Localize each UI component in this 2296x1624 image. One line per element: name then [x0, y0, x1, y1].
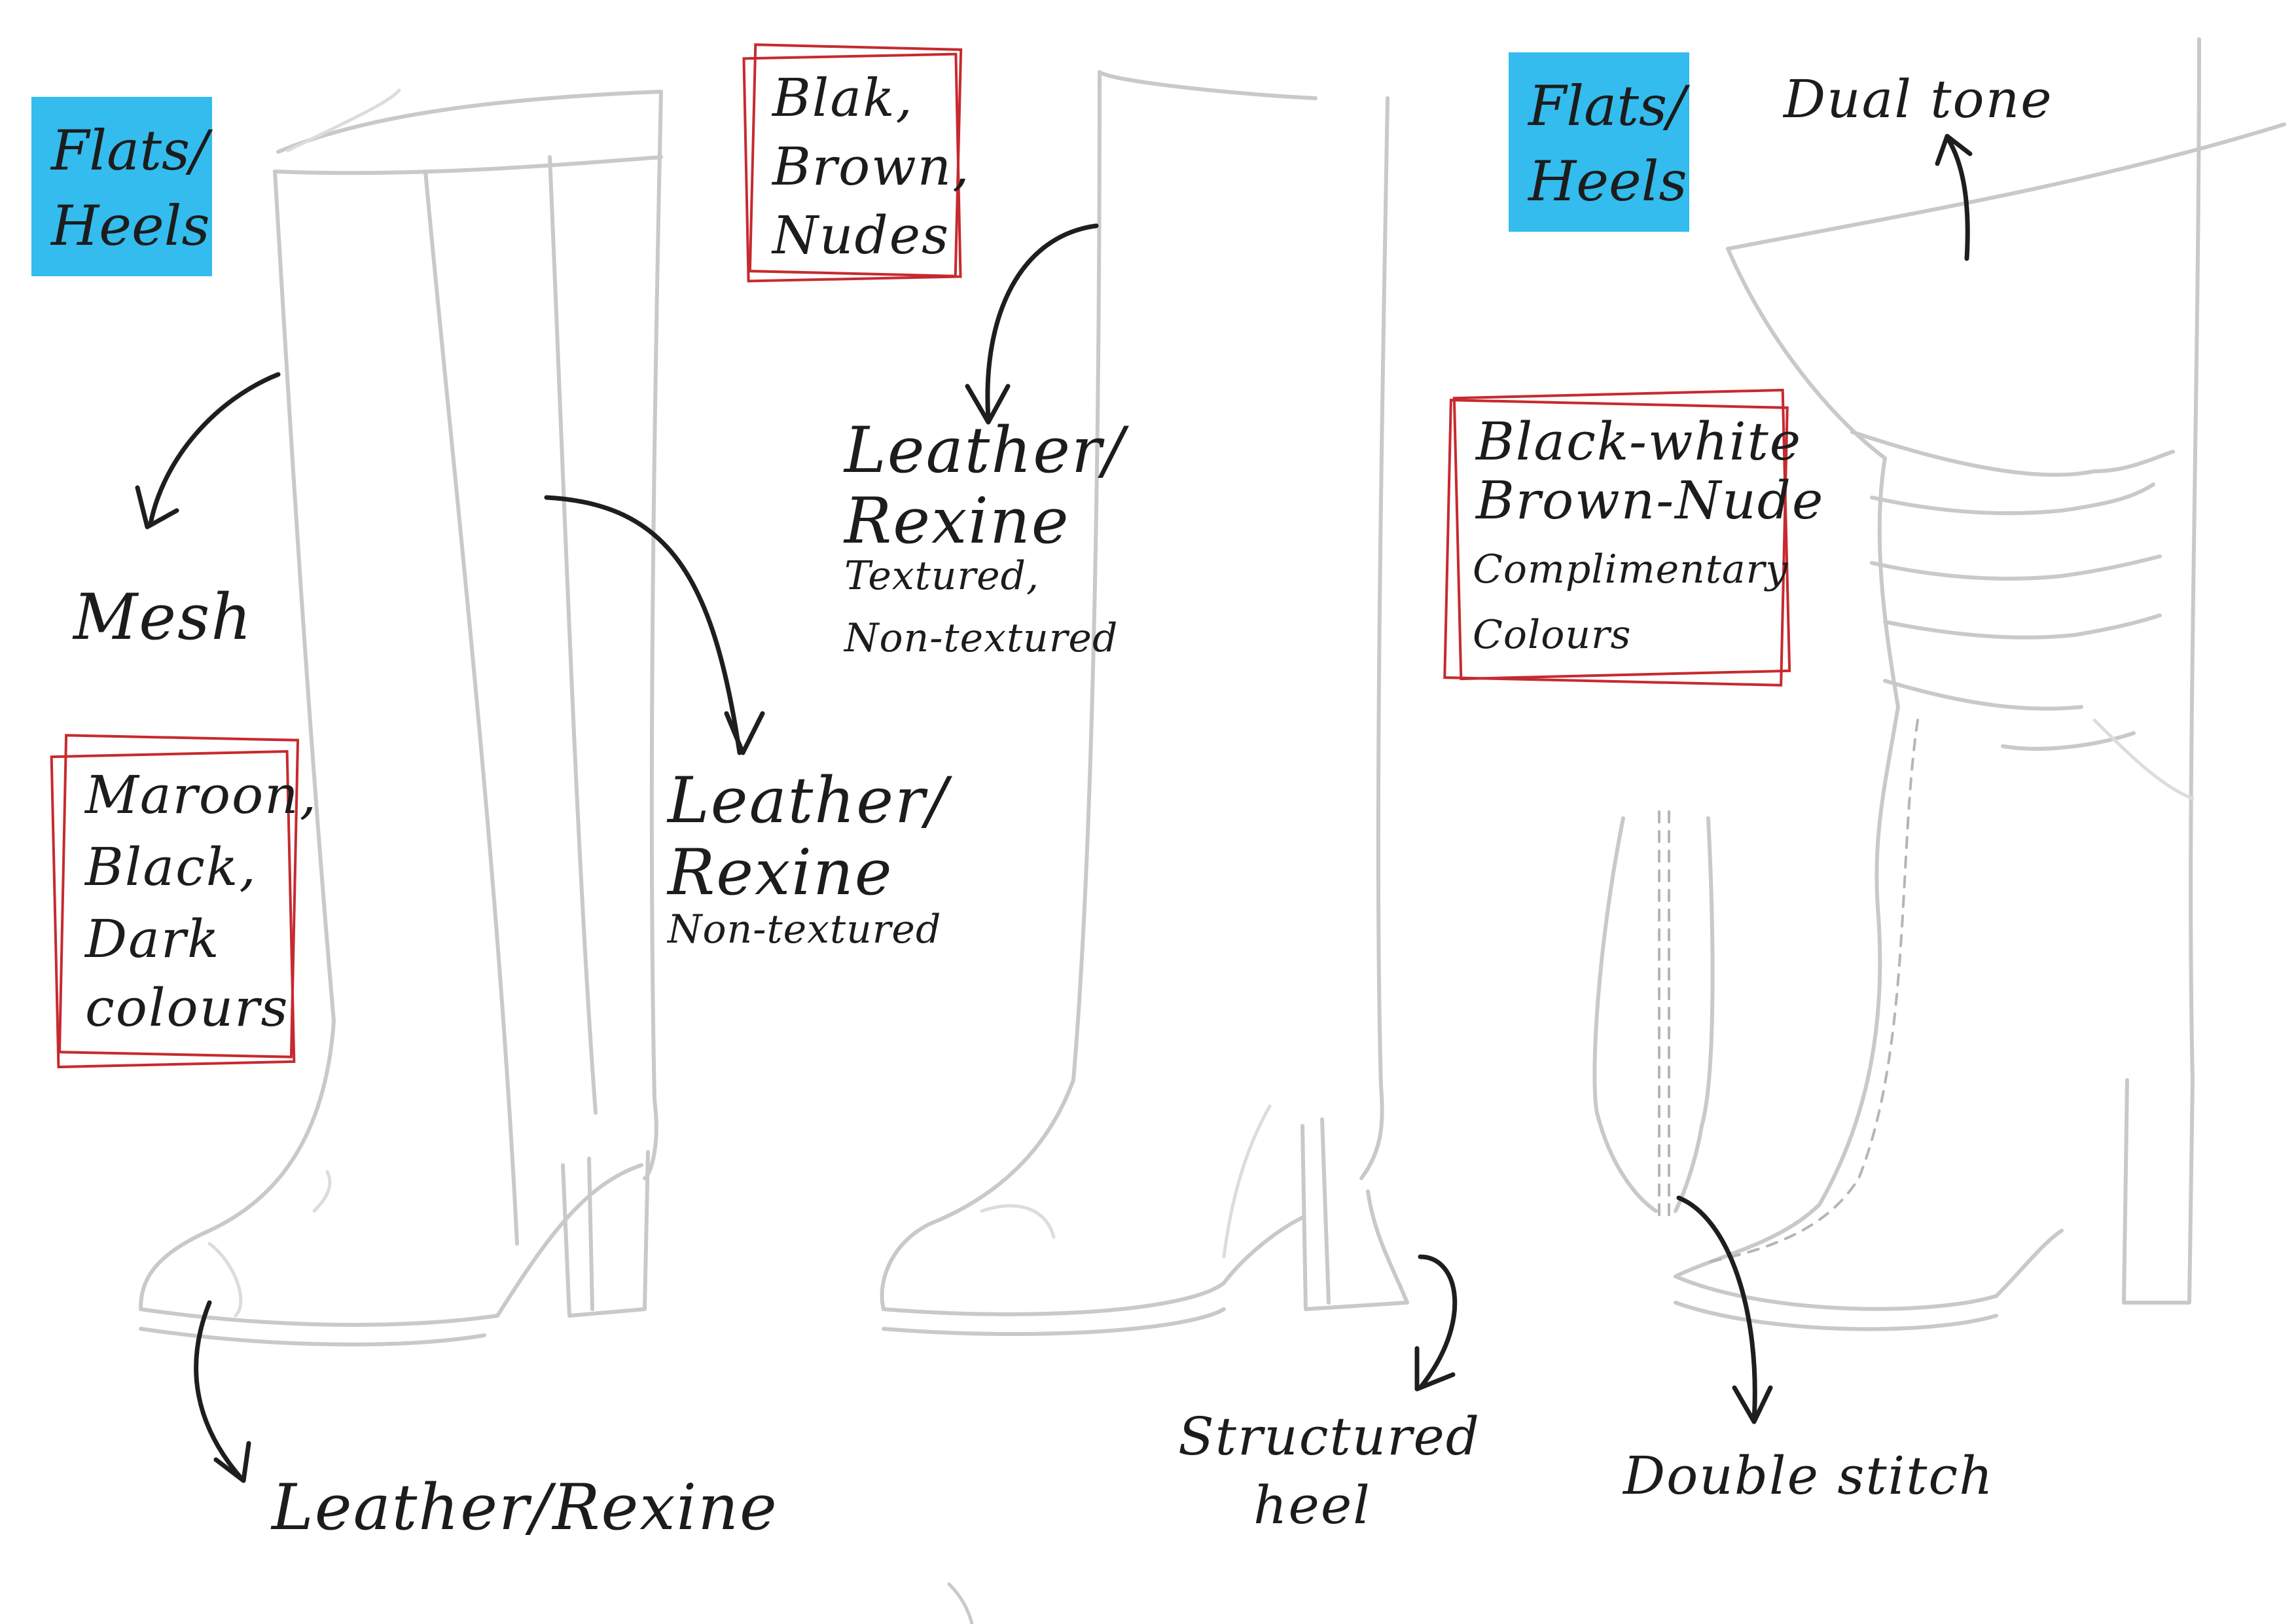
flats-heels-tag-left: Flats/ Heels	[31, 97, 212, 276]
boot2-colour-line-1: Blak,	[772, 67, 914, 128]
tag-right-line-1: Flats/	[1528, 74, 1686, 138]
boot1-colour-line-3: Dark	[85, 909, 221, 969]
boot1-shaft-material-line-2: Rexine	[668, 836, 893, 909]
boot2-material-note-1: Textured,	[844, 553, 1040, 599]
boot1-shaft-material-note: Non-textured	[668, 907, 942, 952]
structured-heel-line-1: Structured	[1178, 1406, 1480, 1467]
boot3-colour-line-4: Colours	[1473, 612, 1632, 658]
tag-left-line-2: Heels	[51, 194, 210, 258]
arrow-to-shaft-material	[544, 495, 765, 755]
mesh-label: Mesh	[73, 581, 253, 654]
boot2-material-line-1: Leather/	[844, 414, 1126, 487]
flats-heels-tag-right: Flats/ Heels	[1509, 52, 1689, 232]
boot1-colour-line-4: colours	[85, 977, 289, 1038]
boot2-material-note-2: Non-textured	[844, 615, 1119, 661]
arrow-to-dual-tone	[1935, 134, 1973, 261]
boot2-colour-line-3: Nudes	[772, 205, 950, 266]
boot3-colour-line-2: Brown-Nude	[1476, 470, 1825, 531]
arrow-to-boot2-material	[965, 223, 1099, 425]
dual-tone-label: Dual tone	[1784, 69, 2053, 130]
arrow-to-mesh	[135, 372, 281, 530]
arrow-to-toe-material	[194, 1300, 251, 1483]
structured-heel-line-2: heel	[1253, 1475, 1371, 1536]
boot1-shaft-material-line-1: Leather/	[668, 764, 949, 837]
tag-right-line-2: Heels	[1528, 149, 1687, 213]
boot2-material-line-2: Rexine	[844, 484, 1070, 558]
boot-1-outline	[139, 88, 663, 1346]
boot1-colour-line-1: Maroon,	[85, 765, 318, 825]
arrow-to-double-stitch	[1676, 1195, 1773, 1424]
boot3-colour-line-1: Black-white	[1476, 411, 1803, 472]
boot2-colour-line-2: Brown,	[772, 136, 971, 197]
boot1-toe-material-label: Leather/Rexine	[272, 1471, 778, 1544]
boot-3-outline	[1592, 37, 2286, 1331]
double-stitch-label: Double stitch	[1623, 1445, 1994, 1506]
arrow-to-structured-heel	[1414, 1254, 1458, 1392]
tag-left-line-1: Flats/	[51, 118, 209, 183]
boot3-colour-line-3: Complimentary	[1473, 547, 1789, 592]
boot-2-outline	[880, 70, 1409, 1337]
boot1-colour-line-2: Black,	[85, 837, 257, 897]
